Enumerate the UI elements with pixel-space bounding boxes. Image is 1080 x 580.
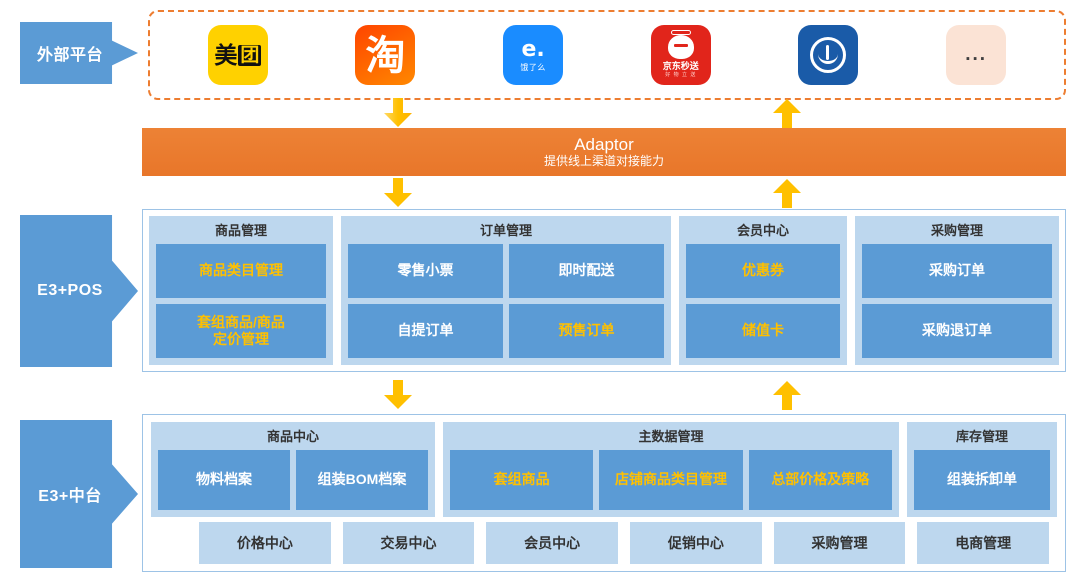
group-member-center: 会员中心 优惠券 储值卡 [679,216,847,365]
group-items-member-center: 优惠券 储值卡 [686,243,840,358]
center-price[interactable]: 价格中心 [199,522,331,564]
arrow-down-pos-to-middle-platform [383,380,413,410]
group-master-data-management: 主数据管理 套组商品 店铺商品类目管理 总部价格及策略 [443,422,899,517]
group-order-management: 订单管理 零售小票 即时配送 自提订单 预售订单 [341,216,671,365]
center-member[interactable]: 会员中心 [486,522,619,564]
item-assembly-bom-file[interactable]: 组装BOM档案 [296,449,428,510]
item-material-file[interactable]: 物料档案 [158,449,290,510]
item-retail-receipt[interactable]: 零售小票 [348,243,503,298]
center-promotion[interactable]: 促销中心 [630,522,762,564]
more-platforms-icon: ... [946,25,1007,85]
group-title-product-management: 商品管理 [214,223,267,238]
item-bundle-and-pricing-management[interactable]: 套组商品/商品 定价管理 [156,303,326,358]
group-items-inventory-management: 组装拆卸单 [914,449,1050,510]
center-ecommerce[interactable]: 电商管理 [917,522,1050,564]
group-title-purchase-management: 采购管理 [930,223,983,238]
dada-emblem-icon [810,37,847,73]
group-items-goods-center: 物料档案 组装BOM档案 [158,449,428,510]
arrow-up-middle-platform-to-pos [772,380,802,410]
group-purchase-management: 采购管理 采购订单 采购退订单 [855,216,1059,365]
row-label-external-platform: 外部平台 [20,22,138,84]
group-title-member-center: 会员中心 [736,223,789,238]
row-label-e3-pos: E3+POS [20,215,138,367]
group-product-management: 商品管理 商品类目管理 套组商品/商品 定价管理 [149,216,333,365]
external-platform-container: 美团 淘 e. 饿了么 京东秒送 好 物 立 送 ... [148,10,1066,100]
arrow-up-adaptor-to-external [772,98,802,128]
center-transaction[interactable]: 交易中心 [342,522,475,564]
center-purchase[interactable]: 采购管理 [773,522,906,564]
group-title-goods-center: 商品中心 [266,429,319,444]
middle-platform-top-groups: 商品中心 物料档案 组装BOM档案 主数据管理 套组商品 店铺商品类目管理 总部… [151,422,1057,517]
item-instant-delivery[interactable]: 即时配送 [509,243,664,298]
item-purchase-order[interactable]: 采购订单 [862,243,1052,298]
group-title-inventory-management: 库存管理 [955,429,1008,444]
meituan-logo-boxed-char: 团 [238,44,262,66]
item-presale-order[interactable]: 预售订单 [509,303,664,358]
meituan-logo-char: 美 [214,41,238,68]
row-label-e3-pos-text: E3+POS [37,282,103,299]
item-store-product-category-management[interactable]: 店铺商品类目管理 [599,449,743,510]
eleme-logo-icon: e. 饿了么 [503,25,564,85]
item-stored-value-card[interactable]: 储值卡 [686,303,840,358]
item-product-category-management[interactable]: 商品类目管理 [156,243,326,298]
more-platforms-text: ... [965,44,988,65]
jingdong-logo-subtext: 好 物 立 送 [665,71,697,78]
arrow-up-pos-to-adaptor [772,178,802,208]
taobao-logo-char: 淘 [365,34,406,78]
group-items-order-management: 零售小票 即时配送 自提订单 预售订单 [348,243,664,358]
jingdong-miaosong-logo-icon: 京东秒送 好 物 立 送 [650,25,711,85]
e3-middle-platform-section: 商品中心 物料档案 组装BOM档案 主数据管理 套组商品 店铺商品类目管理 总部… [142,414,1066,572]
item-purchase-return-order[interactable]: 采购退订单 [862,303,1052,358]
row-label-external-platform-text: 外部平台 [36,47,103,64]
group-items-purchase-management: 采购订单 采购退订单 [862,243,1052,358]
adaptor-subtitle: 提供线上渠道对接能力 [543,154,664,169]
item-assembly-disassembly-order[interactable]: 组装拆卸单 [914,449,1050,510]
group-items-master-data-management: 套组商品 店铺商品类目管理 总部价格及策略 [450,449,892,510]
middle-platform-center-row: 价格中心 交易中心 会员中心 促销中心 采购管理 电商管理 [151,522,1057,564]
e3-middle-platform-group-row: 商品中心 物料档案 组装BOM档案 主数据管理 套组商品 店铺商品类目管理 总部… [143,415,1065,571]
meituan-logo-icon: 美团 [207,25,268,85]
row-label-e3-middle-platform-text: E3+中台 [38,488,102,505]
arrow-down-adaptor-to-pos [383,178,413,208]
item-pickup-order[interactable]: 自提订单 [348,303,503,358]
dada-logo-icon [798,25,859,85]
jingdong-dog-mascot-icon [667,29,694,59]
group-title-master-data-management: 主数据管理 [638,429,704,444]
item-headquarters-price-and-policy[interactable]: 总部价格及策略 [748,449,892,510]
group-inventory-management: 库存管理 组装拆卸单 [907,422,1057,517]
row-label-e3-middle-platform: E3+中台 [20,420,138,568]
e3-pos-section: 商品管理 商品类目管理 套组商品/商品 定价管理 订单管理 零售小票 即时配送 … [142,209,1066,372]
jingdong-logo-text: 京东秒送 [662,60,699,71]
group-items-product-management: 商品类目管理 套组商品/商品 定价管理 [156,243,326,358]
arrow-down-external-to-adaptor [383,98,413,128]
item-bundle-goods[interactable]: 套组商品 [450,449,594,510]
group-goods-center: 商品中心 物料档案 组装BOM档案 [151,422,435,517]
group-title-order-management: 订单管理 [479,223,532,238]
taobao-logo-icon: 淘 [355,25,416,85]
item-coupon[interactable]: 优惠券 [686,243,840,298]
adaptor-band: Adaptor 提供线上渠道对接能力 [142,128,1066,176]
e3-pos-group-row: 商品管理 商品类目管理 套组商品/商品 定价管理 订单管理 零售小票 即时配送 … [143,210,1065,371]
eleme-logo-mark: e. [521,36,545,62]
eleme-logo-text: 饿了么 [520,62,546,72]
adaptor-title: Adaptor [574,134,634,154]
